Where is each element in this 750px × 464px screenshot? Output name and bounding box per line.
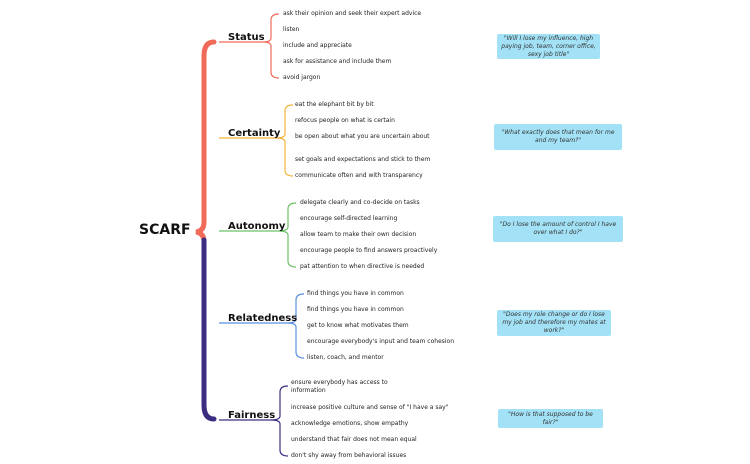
category-autonomy: Autonomy (228, 221, 286, 232)
branch-item: delegate clearly and co-decide on tasks (300, 199, 420, 206)
branch-item: increase positive culture and sense of "… (291, 404, 449, 411)
branch-item: get to know what motivates them (307, 322, 409, 329)
branch-item: listen (283, 26, 300, 33)
category-fairness: Fairness (228, 410, 276, 421)
category-relatedness: Relatedness (228, 313, 298, 324)
category-certainty: Certainty (228, 128, 281, 139)
branch-item: refocus people on what is certain (295, 117, 395, 124)
branch-item: find things you have in common (307, 306, 404, 313)
main-brace-upper (195, 39, 217, 245)
branch-item: listen, coach, and mentor (307, 354, 384, 361)
sub-brace-autonomy (277, 202, 297, 268)
sub-brace-fairness (270, 385, 289, 457)
branch-item: acknowledge emotions, show empathy (291, 420, 409, 427)
main-brace-lower (201, 237, 217, 422)
branch-item: ensure everybody has access to informati… (291, 379, 388, 394)
sub-brace-certainty (275, 104, 294, 177)
branch-item: find things you have in common (307, 290, 404, 297)
branch-item: set goals and expectations and stick to … (295, 156, 431, 163)
branch-item: be open about what you are uncertain abo… (295, 133, 430, 140)
root-node: SCARF (139, 222, 191, 238)
callout-note-fairness: "How is that supposed to be fair?" (498, 409, 603, 428)
callout-note-certainty: "What exactly does that mean for me and … (494, 124, 622, 150)
branch-item: allow team to make their own decision (300, 231, 417, 238)
sub-brace-relatedness (286, 293, 305, 359)
branch-item: ask their opinion and seek their expert … (283, 10, 422, 17)
branch-item: encourage people to find answers proacti… (300, 247, 438, 254)
callout-note-relatedness: "Does my role change or do I lose my job… (497, 310, 611, 336)
category-status: Status (228, 32, 265, 43)
branch-item: include and appreciate (283, 42, 352, 49)
branch-item: encourage self-directed learning (300, 215, 398, 222)
branch-item: communicate often and with transparency (295, 172, 423, 179)
sub-brace-status (262, 13, 280, 79)
branch-item: pat attention to when directive is neede… (300, 263, 425, 270)
branch-item: understand that fair does not mean equal (291, 436, 417, 443)
branch-item: ask for assistance and include them (283, 58, 392, 65)
branch-item: eat the elephant bit by bit (295, 101, 374, 108)
branch-item: encourage everybody's input and team coh… (307, 338, 455, 345)
callout-note-status: "Will I lose my influence, high paying j… (497, 34, 600, 59)
branch-item: avoid jargon (283, 74, 321, 81)
branch-item: don't shy away from behavioral issues (291, 452, 407, 459)
callout-note-autonomy: "Do I lose the amount of control I have … (493, 216, 623, 242)
